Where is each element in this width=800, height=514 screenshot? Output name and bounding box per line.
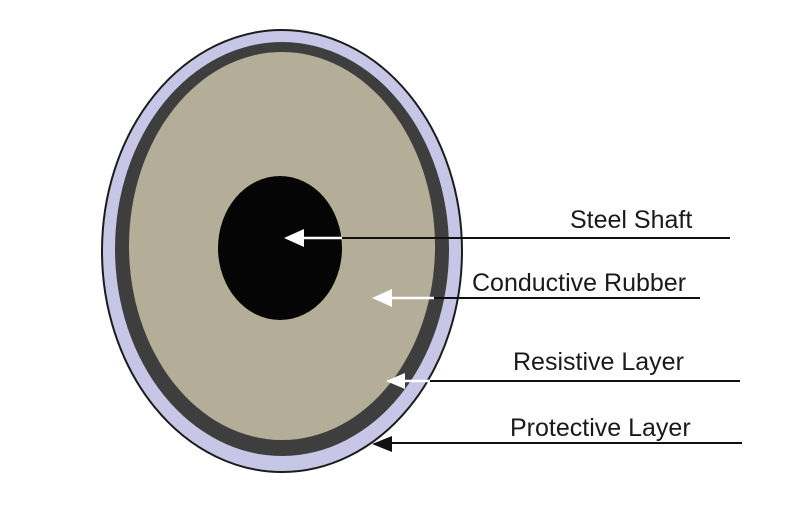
steel-shaft-pointer [284, 229, 730, 247]
conductive-rubber-arrowhead [372, 289, 392, 307]
steel-shaft-core [218, 176, 342, 320]
conductive-rubber-pointer [372, 289, 700, 307]
steel-shaft-label: Steel Shaft [570, 206, 692, 234]
resistive-layer-label: Resistive Layer [513, 348, 684, 376]
conductive-rubber-label: Conductive Rubber [472, 269, 686, 297]
resistive-layer-arrowhead [386, 373, 405, 389]
steel-shaft-arrowhead [284, 229, 304, 247]
protective-layer-pointer [372, 436, 742, 452]
resistive-layer-pointer [386, 373, 740, 389]
protective-layer-arrowhead [372, 436, 392, 452]
protective-layer-label: Protective Layer [510, 414, 691, 442]
